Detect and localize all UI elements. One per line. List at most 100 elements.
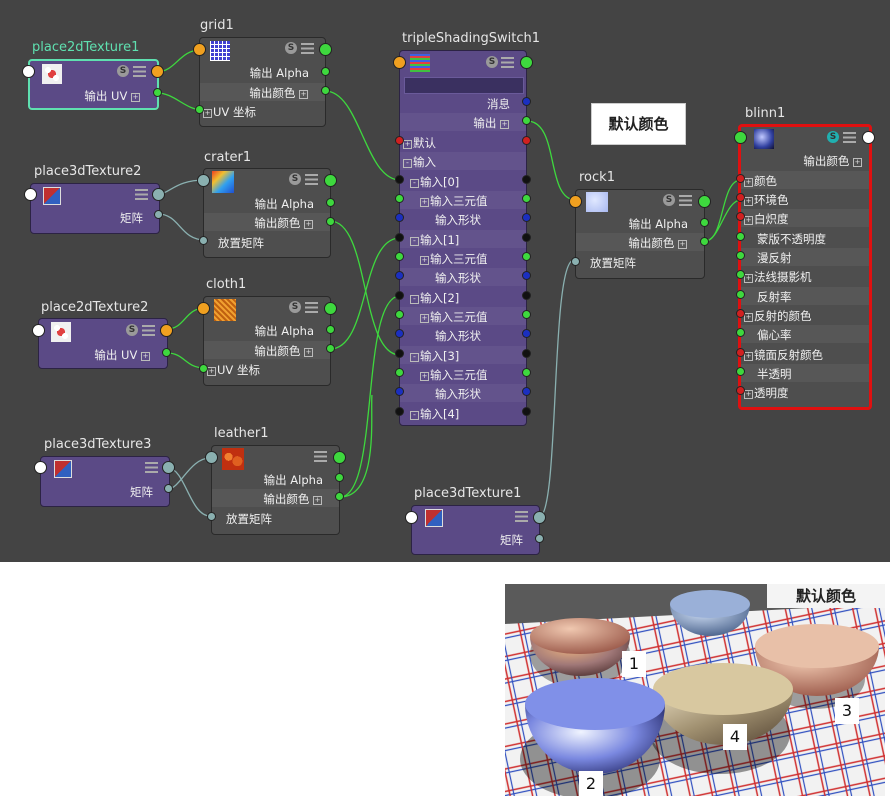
attr-row-input-triple[interactable]: +输入三元值 [420, 252, 488, 266]
expand-icon[interactable]: + [500, 120, 509, 129]
input-port-shape2[interactable] [395, 329, 404, 338]
input-port-triple0[interactable] [395, 194, 404, 203]
input-port[interactable] [405, 511, 418, 524]
attr-row-uv-coord[interactable]: +UV 坐标 [207, 363, 260, 377]
output-port-in3[interactable] [522, 349, 531, 358]
menu-icon[interactable] [314, 451, 327, 462]
expand-icon[interactable]: + [420, 314, 429, 323]
node-rock1[interactable]: S 输出 Alpha 输出颜色 + 放置矩阵 [575, 189, 705, 279]
output-port-in4[interactable] [522, 407, 531, 416]
output-port[interactable] [319, 43, 332, 56]
output-port-color[interactable] [335, 492, 344, 501]
collapse-icon[interactable]: - [410, 353, 419, 362]
attr-row-out-color[interactable]: 输出颜色 + [200, 83, 325, 101]
expand-icon[interactable]: + [403, 140, 412, 149]
attr-row-matte-opacity[interactable]: 蒙版不透明度 [757, 232, 826, 246]
output-port-triple1[interactable] [522, 252, 531, 261]
output-port-triple3[interactable] [522, 368, 531, 377]
swatch-toggle-icon[interactable]: S [827, 131, 839, 143]
input-port-diffuse[interactable] [736, 251, 745, 260]
attr-row-input-triple[interactable]: +输入三元值 [400, 191, 526, 209]
output-port-default[interactable] [522, 136, 531, 145]
output-port-matrix[interactable] [535, 534, 544, 543]
output-port-in1[interactable] [522, 233, 531, 242]
input-port-matte-opacity[interactable] [736, 232, 745, 241]
node-tripleshadingswitch1[interactable]: S 消息 输出 + +默认 -输入 -输入[0] +输入三元值 输入形状 -输入… [399, 50, 527, 426]
output-port-in2[interactable] [522, 291, 531, 300]
expand-icon[interactable]: + [744, 390, 753, 399]
input-port[interactable] [734, 131, 747, 144]
attr-row-matrix[interactable]: 矩阵 [130, 485, 153, 499]
output-port-matrix[interactable] [164, 484, 173, 493]
swatch-toggle-icon[interactable]: S [117, 65, 129, 77]
swatch-toggle-icon[interactable]: S [663, 194, 675, 206]
attr-row-default[interactable]: +默认 [403, 136, 436, 150]
attr-row-message[interactable]: 消息 [487, 97, 510, 111]
input-port-shape1[interactable] [395, 271, 404, 280]
output-port-uv[interactable] [151, 65, 164, 78]
expand-icon[interactable]: + [744, 274, 753, 283]
attr-row-out-color[interactable]: 输出颜色 + [803, 154, 862, 168]
attr-row-reflected-color[interactable]: +反射的颜色 [744, 309, 812, 323]
menu-icon[interactable] [145, 462, 158, 473]
expand-icon[interactable]: + [420, 198, 429, 207]
input-port-placement-matrix[interactable] [571, 257, 580, 266]
input-port-uv-coord[interactable] [195, 105, 204, 114]
expand-icon[interactable]: + [744, 313, 753, 322]
output-port-shape1[interactable] [522, 271, 531, 280]
input-port-triple2[interactable] [395, 310, 404, 319]
menu-icon[interactable] [135, 189, 148, 200]
input-port-color[interactable] [736, 174, 745, 183]
node-cloth1[interactable]: S 输出 Alpha 输出颜色 + +UV 坐标 [203, 296, 331, 386]
attr-row-input-shape[interactable]: 输入形状 [400, 384, 526, 402]
output-port-alpha[interactable] [700, 218, 709, 227]
input-port-ambient[interactable] [736, 193, 745, 202]
expand-icon[interactable]: + [420, 256, 429, 265]
input-port-incandescence[interactable] [736, 212, 745, 221]
input-port-in1[interactable] [395, 233, 404, 242]
attr-row-diffuse[interactable]: 漫反射 [741, 248, 869, 266]
attr-row-input[interactable]: -输入 [400, 152, 526, 170]
filter-field[interactable] [404, 77, 524, 94]
attr-row-ambient[interactable]: +环境色 [744, 193, 789, 207]
node-place3dtexture3[interactable]: 矩阵 [40, 456, 170, 507]
input-port-reflected-color[interactable] [736, 309, 745, 318]
expand-icon[interactable]: + [420, 372, 429, 381]
node-leather1[interactable]: 输出 Alpha 输出颜色 + 放置矩阵 [211, 445, 340, 535]
output-port-alpha[interactable] [335, 473, 344, 482]
expand-icon[interactable]: + [744, 216, 753, 225]
expand-icon[interactable]: + [678, 240, 687, 249]
output-port-in0[interactable] [522, 175, 531, 184]
input-port[interactable] [24, 188, 37, 201]
attr-row-out-color[interactable]: 输出颜色 + [204, 213, 330, 231]
attr-row-out-alpha[interactable]: 输出 Alpha [254, 197, 314, 211]
output-port-shape0[interactable] [522, 213, 531, 222]
attr-row-placement-matrix[interactable]: 放置矩阵 [218, 236, 264, 250]
output-port[interactable] [162, 461, 175, 474]
attr-row-input-1[interactable]: -输入[1] [400, 230, 526, 248]
attr-row-out-alpha[interactable]: 输出 Alpha [249, 66, 309, 80]
expand-icon[interactable]: + [744, 352, 753, 361]
collapse-icon[interactable]: - [410, 411, 419, 420]
input-port[interactable] [34, 461, 47, 474]
output-port-green[interactable] [162, 348, 171, 357]
attr-row-matrix[interactable]: 矩阵 [120, 211, 143, 225]
input-port-shape0[interactable] [395, 213, 404, 222]
input-port-normal-camera[interactable] [736, 270, 745, 279]
menu-icon[interactable] [843, 132, 856, 143]
menu-icon[interactable] [305, 302, 318, 313]
menu-icon[interactable] [301, 43, 314, 54]
expand-icon[interactable]: + [141, 352, 150, 361]
attr-row-out-uv[interactable]: 输出 UV + [30, 86, 157, 104]
attr-row-placement-matrix[interactable]: 放置矩阵 [590, 256, 636, 270]
output-port[interactable] [152, 188, 165, 201]
input-port-default[interactable] [395, 136, 404, 145]
node-editor[interactable]: place2dTexture1 S 输出 UV + grid1 S 输出 Alp… [0, 0, 890, 562]
output-port[interactable] [324, 174, 337, 187]
output-port-triple0[interactable] [522, 194, 531, 203]
output-port-message[interactable] [522, 97, 531, 106]
attr-row-out-color[interactable]: 输出颜色 + [212, 489, 339, 507]
input-port-in4[interactable] [395, 407, 404, 416]
output-port-color[interactable] [326, 217, 335, 226]
node-crater1[interactable]: S 输出 Alpha 输出颜色 + 放置矩阵 [203, 168, 331, 258]
